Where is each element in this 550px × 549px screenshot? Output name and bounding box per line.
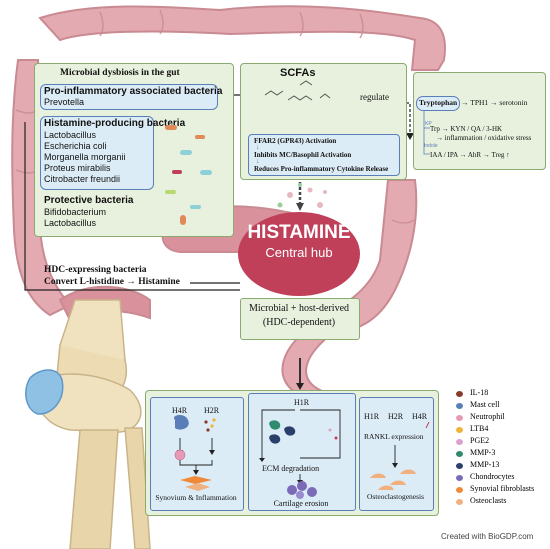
legend-swatch-icon [456, 439, 463, 445]
h4r-label: H4R [172, 406, 188, 415]
histamine-producing-heading: Histamine-producing bacteria [44, 118, 186, 129]
legend-label: Osteoclasts [470, 496, 507, 505]
tryptophan-label: Tryptophan [419, 98, 458, 107]
histamine-circle [238, 212, 360, 296]
ecm-label: ECM degradation [262, 464, 320, 473]
source-box [240, 298, 360, 340]
kp-tag: KP [425, 121, 432, 127]
h4r-label-bone: H4R [412, 412, 428, 421]
bone-panel [359, 397, 434, 511]
cartilage-caption: Cartilage erosion [273, 499, 329, 508]
inhibits-text: Inhibits MC/Basophil Activation [254, 151, 352, 159]
list-item: Bifidobacterium [44, 207, 107, 217]
list-item: Lactobacillus [44, 218, 97, 228]
synovium-caption: Synovium & Inflammation [155, 493, 237, 502]
hdc-note-line2: Convert L-histidine → Histamine [44, 277, 180, 287]
list-item: Prevotella [44, 97, 85, 107]
knee-illustration [25, 299, 151, 549]
intestine-illustration [11, 5, 446, 397]
ffar2-box [248, 134, 400, 176]
credit-text: Created with BioGDP.com [441, 532, 534, 541]
down-arrow-1: ↓ [256, 143, 260, 151]
legend-swatch-icon [456, 403, 463, 409]
histamine-subtitle: Central hub [265, 245, 333, 260]
legend-label: MMP-13 [470, 460, 500, 469]
regulate-label: regulate [360, 92, 389, 102]
legend-swatch-icon [456, 451, 463, 457]
list-item: Morganella morganii [44, 152, 126, 162]
source-line2: (HDC-dependent) [262, 317, 336, 328]
legend-swatch-icon [456, 415, 463, 421]
list-item: Citrobacter freundii [44, 174, 121, 184]
h1r-label-bone: H1R [364, 412, 380, 421]
legend-swatch-icon [456, 499, 463, 505]
indole-tag: Indole [424, 143, 438, 149]
rankl-label: RANKL expression [364, 432, 424, 441]
h1r-label: H1R [294, 398, 310, 407]
legend-label: Neutrophil [470, 412, 505, 421]
protective-heading: Protective bacteria [44, 195, 134, 206]
osteoclastogenesis-caption: Osteoclastogenesis [366, 492, 425, 501]
kp-line2: → inflammation / oxidative stress [436, 134, 532, 142]
legend-swatch-icon [456, 391, 463, 397]
h2r-label-bone: H2R [388, 412, 404, 421]
synovium-panel [150, 397, 244, 511]
scfa-title: SCFAs [280, 67, 316, 79]
cartilage-panel [248, 393, 356, 511]
tph1-path: → TPH1 → serotonin [461, 98, 528, 107]
h2r-label: H2R [204, 406, 220, 415]
source-line1: Microbial + host-derived [248, 303, 350, 314]
list-item: Proteus mirabilis [44, 163, 111, 173]
list-item: Escherichia coli [44, 141, 107, 151]
indole-line: IAA / IPA → AhR → Treg ↑ [430, 151, 510, 159]
tryptophan-pill [416, 96, 460, 111]
legend-label: IL-18 [470, 388, 489, 397]
legend-swatch-icon [456, 487, 463, 493]
legend-swatch-icon [456, 463, 463, 469]
ffar2-text: FFAR2 (GPR43) Activation [254, 137, 337, 145]
legend-swatch-icon [456, 427, 463, 433]
tryptophan-box [413, 72, 546, 170]
legend-label: PGE2 [470, 436, 490, 445]
legend-label: Synovial fibroblasts [470, 484, 535, 493]
down-arrow-2: ↓ [256, 157, 260, 165]
hdc-note-line1: HDC-expressing bacteria [44, 265, 147, 275]
legend-swatch-icon [456, 475, 463, 481]
proinflammatory-heading: Pro-inflammatory associated bacteria [44, 86, 223, 97]
legend-label: LTB4 [470, 424, 489, 433]
proinflammatory-box [40, 84, 218, 110]
legend-label: MMP-3 [470, 448, 496, 457]
reduces-text: Reduces Pro-inflammatory Cytokine Releas… [254, 165, 389, 173]
legend-label: Mast cell [470, 400, 500, 409]
gut-dysbiosis-title: Microbial dysbiosis in the gut [60, 68, 180, 78]
histamine-title: HISTAMINE [247, 222, 351, 243]
list-item: Lactobacillus [44, 130, 97, 140]
histamine-producing-box [40, 116, 154, 190]
kp-line1: Trp → KYN / QA / 3-HK [430, 125, 503, 133]
legend-label: Chondrocytes [470, 472, 515, 481]
